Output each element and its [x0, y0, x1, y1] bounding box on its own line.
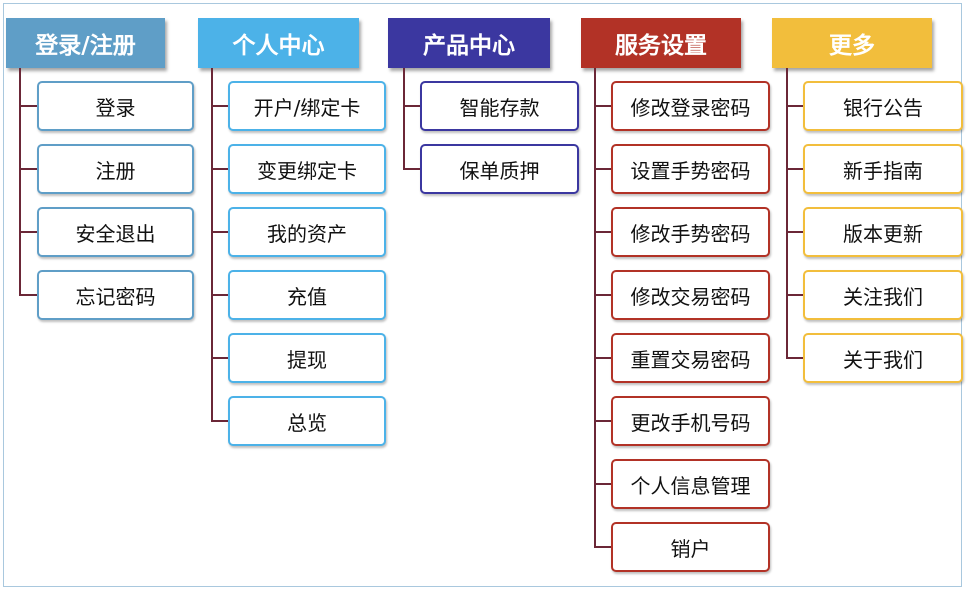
connector-branch [211, 294, 228, 296]
menu-item-more: 银行公告 [803, 81, 963, 131]
menu-item-products: 保单质押 [420, 144, 579, 194]
connector-branch [594, 420, 611, 422]
menu-item-products: 智能存款 [420, 81, 579, 131]
connector-branch [786, 168, 803, 170]
menu-item-login: 忘记密码 [37, 270, 194, 320]
menu-item-services: 设置手势密码 [611, 144, 770, 194]
connector-branch [594, 168, 611, 170]
column-header-personal: 个人中心 [198, 18, 359, 68]
connector-trunk-services [594, 68, 596, 548]
connector-branch [594, 546, 611, 548]
connector-branch [594, 357, 611, 359]
connector-branch [403, 168, 420, 170]
connector-trunk-products [403, 68, 405, 170]
connector-branch [594, 231, 611, 233]
connector-branch [211, 168, 228, 170]
connector-trunk-login [19, 68, 21, 296]
connector-branch [786, 357, 803, 359]
connector-branch [594, 294, 611, 296]
column-header-login: 登录/注册 [6, 18, 165, 68]
menu-item-services: 个人信息管理 [611, 459, 770, 509]
menu-item-login: 登录 [37, 81, 194, 131]
menu-item-services: 修改手势密码 [611, 207, 770, 257]
menu-item-personal: 提现 [228, 333, 386, 383]
connector-branch [19, 105, 37, 107]
connector-branch [211, 231, 228, 233]
connector-branch [786, 294, 803, 296]
menu-item-personal: 开户/绑定卡 [228, 81, 386, 131]
connector-branch [786, 231, 803, 233]
menu-item-personal: 充值 [228, 270, 386, 320]
column-header-services: 服务设置 [581, 18, 741, 68]
connector-branch [403, 105, 420, 107]
column-header-more: 更多 [772, 18, 932, 68]
column-header-products: 产品中心 [388, 18, 550, 68]
menu-item-more: 关于我们 [803, 333, 963, 383]
menu-item-more: 关注我们 [803, 270, 963, 320]
menu-item-more: 新手指南 [803, 144, 963, 194]
connector-branch [594, 483, 611, 485]
menu-item-login: 安全退出 [37, 207, 194, 257]
menu-item-more: 版本更新 [803, 207, 963, 257]
connector-branch [211, 105, 228, 107]
connector-trunk-more [786, 68, 788, 359]
menu-item-services: 更改手机号码 [611, 396, 770, 446]
connector-branch [19, 231, 37, 233]
connector-branch [786, 105, 803, 107]
connector-branch [19, 294, 37, 296]
menu-item-services: 重置交易密码 [611, 333, 770, 383]
menu-item-services: 修改登录密码 [611, 81, 770, 131]
menu-item-services: 修改交易密码 [611, 270, 770, 320]
menu-item-personal: 总览 [228, 396, 386, 446]
connector-trunk-personal [211, 68, 213, 422]
menu-item-services: 销户 [611, 522, 770, 572]
connector-branch [211, 357, 228, 359]
menu-item-login: 注册 [37, 144, 194, 194]
menu-item-personal: 我的资产 [228, 207, 386, 257]
connector-branch [211, 420, 228, 422]
connector-branch [594, 105, 611, 107]
menu-item-personal: 变更绑定卡 [228, 144, 386, 194]
connector-branch [19, 168, 37, 170]
